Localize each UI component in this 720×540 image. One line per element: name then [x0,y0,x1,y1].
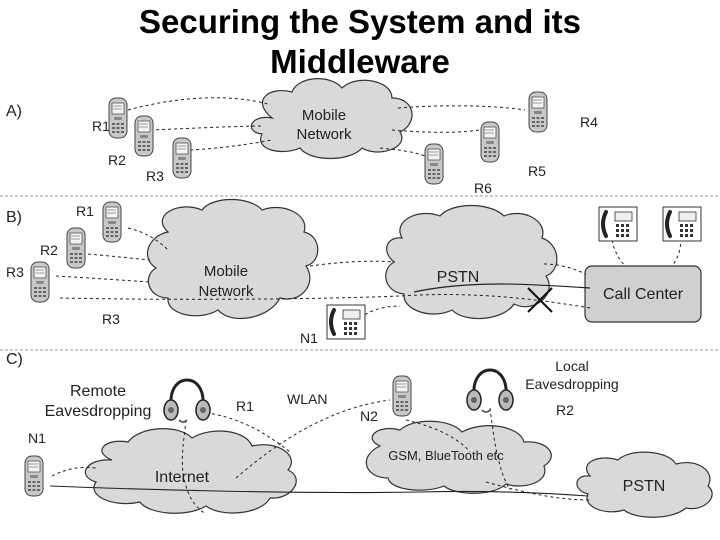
call-center-label: Call Center [603,286,684,303]
pstn-to-callcenter-link [413,283,591,293]
pstn-cloud-c [576,451,713,518]
mobile-network-label-line2: Network [296,126,352,143]
phone-r3-b [30,261,50,303]
desk-phone-n1 [325,303,367,341]
phone-r1-b [102,201,122,243]
panel-c-label: C) [6,351,23,368]
internet-label: Internet [155,469,210,486]
panel-b: B) Mobile Network PSTN Call Center [6,199,703,346]
mobile-network-b-label-line1: Mobile [204,263,248,280]
remote-eaves-line2: Eavesdropping [45,403,152,420]
phone-r3-a [172,137,192,179]
pstn-cloud-b [385,205,558,320]
mobile-network-label-line1: Mobile [302,107,346,124]
label-r5-a: R5 [528,163,546,179]
local-eaves-line2: Eavesdropping [525,376,618,392]
label-n1-c: N1 [28,430,46,446]
phone-r2-b [66,227,86,269]
label-r2-b: R2 [40,242,58,258]
label-r3-a: R3 [146,168,164,184]
label-n2-c: N2 [360,408,378,424]
wlan-label: WLAN [287,391,327,407]
local-eaves-line1: Local [555,358,588,374]
label-r3-b: R3 [6,264,24,280]
gsm-cloud [365,420,552,494]
call-center-box [584,265,702,323]
mobile-network-cloud-a [250,78,413,159]
label-r1-a: R1 [92,118,110,134]
phone-r5-a [480,121,500,163]
label-r2-c: R2 [556,402,574,418]
label-n1-b: N1 [300,330,318,346]
panel-a: A) Mobile Network R1 R2 R3 R4 R5 R6 [6,78,598,196]
phone-n1-c [24,455,44,497]
desk-phone-cc-1 [597,205,639,243]
label-r6-a: R6 [474,180,492,196]
panel-c: C) Remote Eavesdropping Local Eavesdropp… [6,351,713,518]
headset-remote [162,378,212,424]
cut-mark-2 [527,287,553,313]
label-r1-c: R1 [236,398,254,414]
phone-r4-a [528,91,548,133]
mobile-network-cloud-b [146,199,319,320]
gsm-label: GSM, BlueTooth etc [388,448,504,463]
pstn-label-c: PSTN [623,478,666,495]
slide-title: Securing the System and its Middleware [0,2,720,82]
mobile-network-b-label-line2: Network [198,283,254,300]
pstn-label-b: PSTN [437,269,480,286]
panel-a-label: A) [6,103,22,120]
phone-n2-c [392,375,412,417]
label-r1-b: R1 [76,203,94,219]
label-r3b-b: R3 [102,311,120,327]
panel-b-label: B) [6,209,22,226]
desk-phone-cc-2 [661,205,703,243]
n1-to-pstn-link [49,485,589,497]
remote-eaves-line1: Remote [70,383,126,400]
label-r2-a: R2 [108,152,126,168]
phone-r6-a [424,143,444,185]
phone-r1-a [108,97,128,139]
title-line-2: Middleware [270,43,450,80]
headset-local [465,368,515,414]
title-line-1: Securing the System and its [139,3,581,40]
label-r4-a: R4 [580,114,598,130]
phone-r2-a [134,115,154,157]
